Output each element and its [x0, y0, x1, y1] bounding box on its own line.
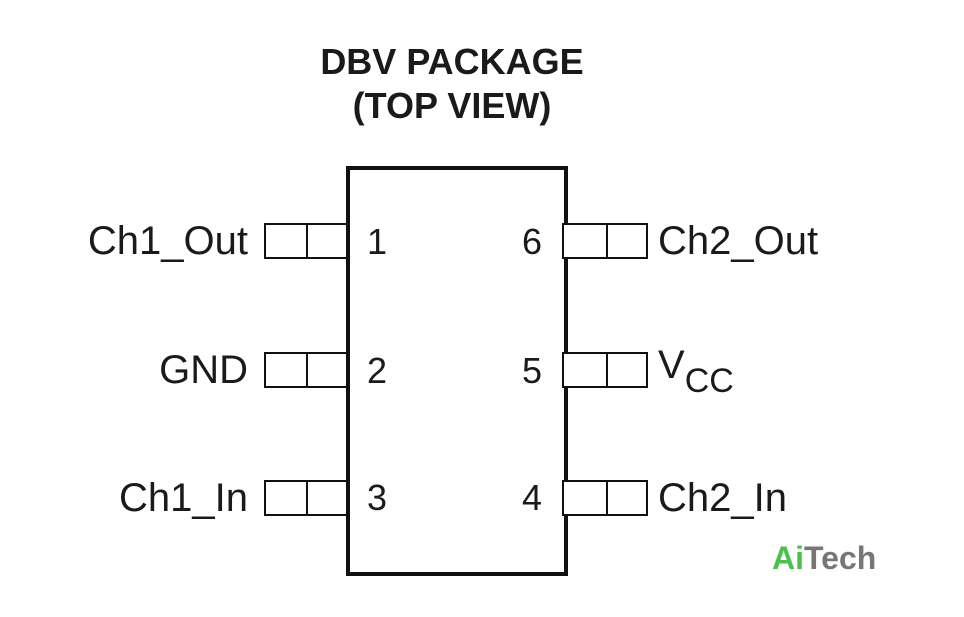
pin-6-label: Ch2_Out [658, 219, 819, 263]
pin-5-number: 5 [521, 350, 543, 391]
pin-4-label: Ch2_In [658, 476, 787, 520]
diagram-subtitle: (TOP VIEW) [352, 85, 552, 126]
pin-5-label-main: V [658, 343, 685, 387]
pin-2-label: GND [159, 348, 248, 392]
pin-6-number: 6 [521, 221, 543, 262]
pin-1-label: Ch1_Out [87, 219, 248, 263]
pin-4-number: 4 [521, 477, 543, 518]
pin-1-number: 1 [366, 221, 388, 262]
pin-2-number: 2 [366, 350, 388, 391]
pin-3-number: 3 [366, 477, 388, 518]
pin-6-lead [562, 223, 648, 259]
pin-5-label: VCC [658, 342, 734, 400]
pin-3-lead [264, 480, 348, 516]
pin-1-lead [264, 223, 348, 259]
pin-4-lead [562, 480, 648, 516]
pin-5-label-subscript: CC [684, 362, 734, 400]
diagram-title: DBV PACKAGE [320, 41, 584, 82]
pin-5-lead [562, 352, 648, 388]
pin-2-lead [264, 352, 348, 388]
aitech-logo: AiTech [772, 538, 876, 578]
logo-part-tech: Tech [804, 540, 877, 576]
logo-part-ai: Ai [772, 540, 804, 576]
pin-3-label: Ch1_In [119, 476, 248, 520]
